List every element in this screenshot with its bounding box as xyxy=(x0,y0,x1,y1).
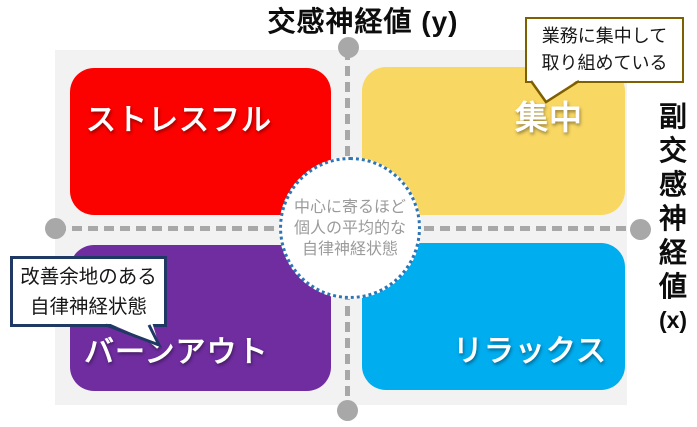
center-note-line: 自律神経状態 xyxy=(301,240,398,258)
x-axis-right-endpoint-dot xyxy=(630,219,651,240)
y-axis-top-endpoint-dot xyxy=(338,37,359,58)
callout-focus-line: 取り組めている xyxy=(541,53,668,73)
x-axis-left-endpoint-dot xyxy=(45,218,66,239)
quadrant-focus-label: 集中 xyxy=(515,99,583,136)
callout-improve-line: 改善余地のある xyxy=(20,265,157,288)
callout-focus-note: 業務に集中して 取り組めている xyxy=(525,17,684,83)
y-axis-title: 交感神経値 (y) xyxy=(267,6,459,37)
x-axis-title-vertical-text: 副交感神経値 xyxy=(658,101,687,302)
x-axis-title-suffix: (x) xyxy=(658,307,688,333)
center-note-line: 個人の平均的な xyxy=(293,219,406,237)
callout-focus-line: 業務に集中して xyxy=(541,26,668,46)
quadrant-stressful-label: ストレスフル xyxy=(86,104,272,137)
callout-improve-line: 自律神経状態 xyxy=(29,295,147,318)
quadrant-burnout-label: バーンアウト xyxy=(84,336,269,369)
center-note-circle: 中心に寄るほど 個人の平均的な 自律神経状態 xyxy=(279,157,421,299)
quadrant-stressful: ストレスフル xyxy=(70,68,331,215)
center-note-line: 中心に寄るほど xyxy=(293,198,406,216)
quadrant-relax-label: リラックス xyxy=(452,335,607,368)
callout-improve-note: 改善余地のある 自律神経状態 xyxy=(10,256,167,327)
x-axis-title: 副交感神経値 (x) xyxy=(653,100,693,334)
y-axis-bottom-endpoint-dot xyxy=(337,400,358,421)
